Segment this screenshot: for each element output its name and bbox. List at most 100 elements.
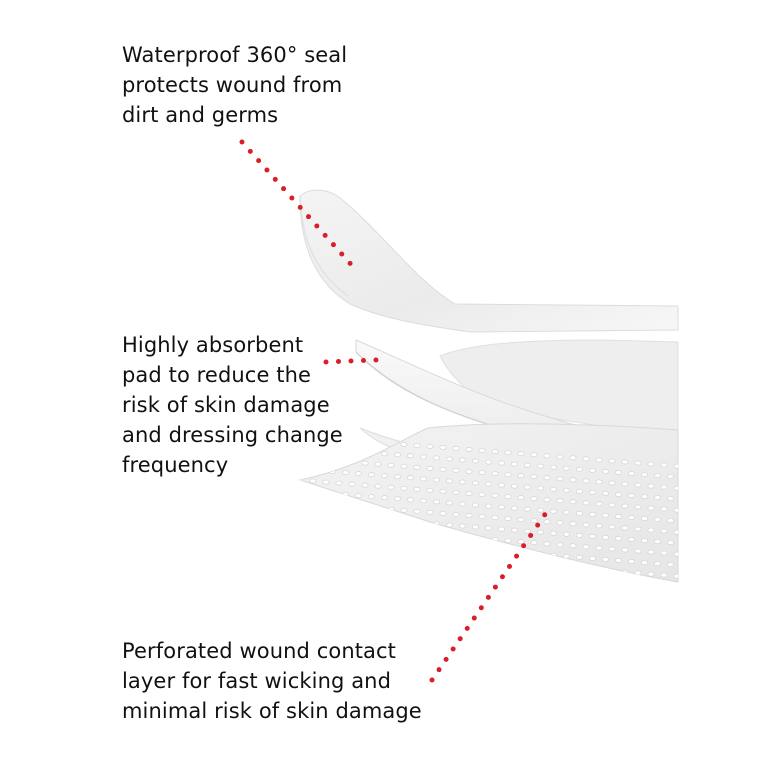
perforation-hole [673,463,678,469]
perforation-hole [627,559,635,564]
perforation-hole [452,556,460,561]
perforation-hole [458,501,466,507]
perforation-hole [400,529,408,535]
perforation-hole [328,535,336,540]
perforation-hole [322,567,330,573]
perforation-hole [653,539,661,544]
perforation-hole [478,448,486,453]
perforation-hole [413,508,421,514]
perforation-hole [595,545,603,551]
perforation-hole [530,496,538,502]
perforation-hole [654,584,660,588]
perforation-hole [465,469,473,474]
perforation-hole [673,485,678,491]
perforation-hole [497,504,505,510]
perforation-hole [536,463,544,469]
perforation-hole [680,520,686,524]
perforation-hole [413,575,421,580]
perforation-hole [614,558,622,563]
perforation-hole [367,472,375,478]
perforation-hole [484,569,492,575]
perforation-hole [445,478,453,484]
perforation-hole [575,577,583,582]
perforation-hole [407,586,413,590]
perforation-hole [608,458,616,464]
perforation-hole [348,503,356,509]
perforation-hole [660,550,668,556]
perforation-hole [380,561,388,567]
perforation-hole [627,515,635,520]
perforation-hole [666,540,674,545]
perforation-hole [523,484,531,490]
perforation-hole [367,494,375,500]
perforation-hole [432,477,440,483]
perforation-hole [653,517,661,522]
perforation-hole [667,607,673,611]
perforation-hole [471,480,479,486]
perforation-hole [478,558,486,563]
perforation-hole [667,585,673,589]
perforation-hole [511,594,517,598]
perforation-hole [601,579,609,582]
perforation-hole [465,557,473,562]
perforation-hole [588,556,596,561]
perforation-hole [504,538,512,543]
perforation-hole [335,524,343,530]
perforation-hole [439,488,447,494]
perforation-hole [400,485,408,491]
perforation-hole [471,502,479,508]
perforation-hole [589,600,595,604]
perforation-hole [641,583,647,587]
perforation-hole [536,529,544,535]
perforation-hole [459,590,465,594]
perforation-hole [302,533,310,538]
perforation-hole [556,542,564,548]
perforation-hole [380,539,388,545]
perforation-hole [549,574,557,580]
perforation-hole [653,561,661,566]
perforation-hole [406,519,414,525]
perforation-hole [517,517,525,523]
seal-layer [299,189,679,333]
perforation-hole [634,548,642,554]
perforation-hole [556,454,564,460]
perforation-hole [419,498,427,504]
perforation-hole [543,519,551,525]
perforation-hole [510,571,518,577]
perforation-hole [300,565,304,571]
perforation-hole [517,539,525,545]
perforation-hole [523,462,531,468]
perforation-hole [335,568,343,574]
perforation-hole [640,516,648,521]
perforation-hole [300,499,304,505]
perforation-hole [433,588,439,592]
perforation-hole [426,465,434,471]
perforation-hole [556,520,564,526]
perforation-hole [380,495,388,501]
perforation-hole [510,505,518,511]
perforation-hole [452,490,460,495]
perforation-hole [458,523,466,529]
perforation-hole [413,442,421,448]
perforation-hole [582,456,590,462]
perforation-hole [374,571,382,577]
perforation-hole [361,460,369,466]
perforation-hole [315,578,323,582]
perforation-hole [426,554,434,559]
perforation-hole [569,565,577,571]
perforation-hole [309,566,317,572]
perforation-hole [601,557,609,562]
perforation-hole [439,533,447,538]
perforation-hole [354,537,362,543]
perforation-hole [374,505,382,511]
perforation-hole [406,541,414,547]
perforation-hole [530,540,538,546]
perforation-hole [315,556,323,561]
perforation-hole [537,596,543,600]
perforation-hole [354,515,362,521]
perforation-hole [647,571,655,577]
perforation-hole [588,512,596,517]
perforation-hole [674,596,680,600]
perforation-hole [614,492,622,497]
perforation-hole [368,583,374,587]
